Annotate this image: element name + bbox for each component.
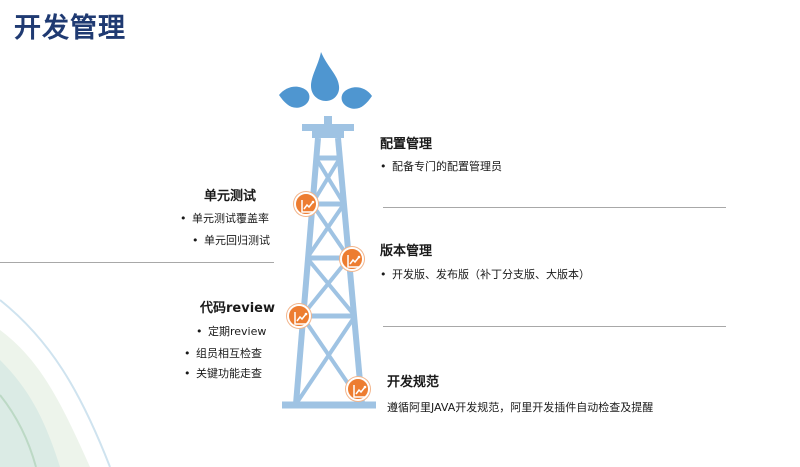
page-title: 开发管理: [14, 13, 126, 44]
dev-standard-text: 遵循阿里JAVA开发规范，阿里开发插件自动检查及提醒: [387, 401, 654, 414]
divider-left: [0, 262, 274, 263]
divider-right-top: [383, 207, 726, 208]
chart-icon: [294, 192, 318, 216]
chart-icon: [340, 247, 364, 271]
unit-test-bullet: •单元测试覆盖率: [180, 212, 269, 225]
unit-test-bullet: •单元回归测试: [192, 234, 270, 247]
code-review-heading: 代码review: [200, 301, 275, 316]
version-mgmt-bullet: •开发版、发布版（补丁分支版、大版本）: [380, 268, 590, 281]
divider-right-bottom: [383, 326, 726, 327]
code-review-bullet: •关键功能走查: [184, 367, 262, 380]
dev-standard-heading: 开发规范: [387, 375, 440, 390]
chart-icon: [287, 304, 311, 328]
unit-test-heading: 单元测试: [204, 189, 257, 204]
config-mgmt-bullet: •配备专门的配置管理员: [380, 160, 502, 173]
chart-icon: [346, 377, 370, 401]
code-review-bullet: •组员相互检查: [184, 347, 262, 360]
version-mgmt-heading: 版本管理: [380, 244, 433, 259]
code-review-bullet: •定期review: [196, 325, 267, 338]
config-mgmt-heading: 配置管理: [380, 137, 433, 152]
water-drop-icon: [279, 52, 372, 109]
